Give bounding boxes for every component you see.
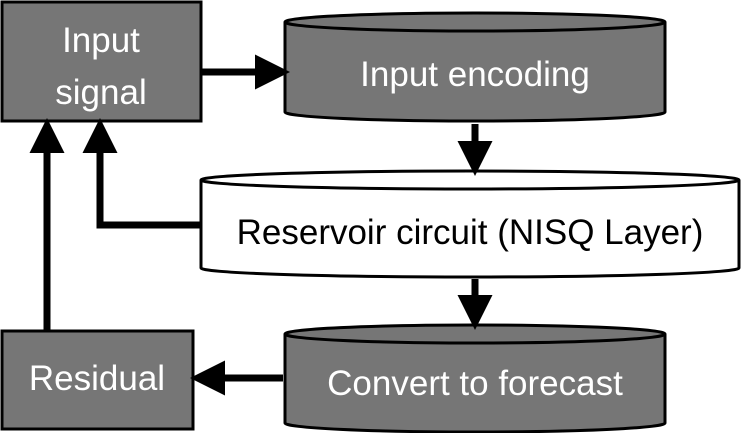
arrow-reservoir-to-input [82,118,201,229]
input-signal-node: Input signal [0,0,203,123]
convert-node: Convert to forecast [283,323,667,433]
input-signal-label-line2: signal [55,73,146,112]
residual-node: Residual [0,329,195,431]
input-encoding-node: Input encoding [283,11,667,123]
reservoir-node: Reservoir circuit (NISQ Layer) [199,169,741,279]
convert-label: Convert to forecast [327,364,623,403]
residual-label: Residual [29,359,165,398]
input-signal-label-line1: Input [62,21,140,60]
reservoir-label: Reservoir circuit (NISQ Layer) [237,213,704,252]
input-encoding-label: Input encoding [360,55,590,94]
